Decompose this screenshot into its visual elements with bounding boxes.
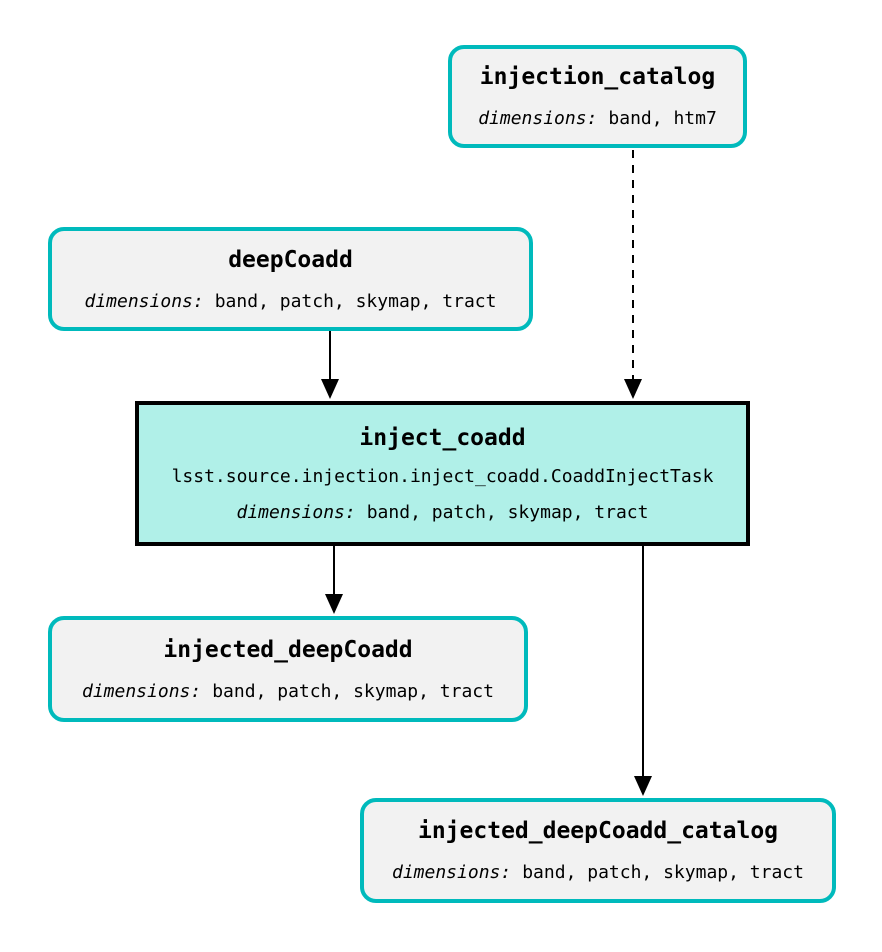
task-class-path: lsst.source.injection.inject_coadd.Coadd…	[171, 465, 714, 487]
node-title: injected_deepCoadd	[163, 636, 413, 663]
node-inject-coadd-task: inject_coadd lsst.source.injection.injec…	[135, 401, 750, 546]
dimensions-value: band, patch, skymap, tract	[522, 862, 804, 883]
arrowhead-icon	[325, 594, 343, 614]
arrowhead-icon	[321, 379, 339, 399]
edge-inject-coadd-to-injected-deepCoadd-catalog	[642, 546, 644, 778]
node-injected-deepCoadd-catalog: injected_deepCoadd_catalog dimensions: ba…	[360, 798, 836, 903]
dimensions-label: dimensions:	[236, 501, 356, 523]
node-deepCoadd: deepCoadd dimensions: band, patch, skymap…	[48, 227, 533, 331]
node-dimensions: dimensions: band, patch, skymap, tract	[237, 502, 649, 523]
edge-inject-coadd-to-injected-deepCoadd	[333, 546, 335, 596]
arrowhead-icon	[634, 776, 652, 796]
dimensions-value: band, patch, skymap, tract	[366, 501, 649, 523]
arrowhead-icon	[624, 379, 642, 399]
dimensions-label: dimensions:	[478, 108, 598, 129]
dimensions-label: dimensions:	[84, 290, 204, 312]
node-dimensions: dimensions: band, patch, skymap, tract	[82, 681, 494, 702]
node-injected-deepCoadd: injected_deepCoadd dimensions: band, patc…	[48, 616, 528, 722]
dimensions-value: band, patch, skymap, tract	[212, 680, 494, 702]
node-injection-catalog: injection_catalog dimensions: band, htm7	[448, 45, 747, 148]
edge-injection-catalog-to-inject-coadd	[632, 150, 634, 381]
node-title: injected_deepCoadd_catalog	[417, 818, 779, 844]
node-title: deepCoadd	[228, 246, 353, 273]
node-dimensions: dimensions: band, patch, skymap, tract	[85, 291, 497, 312]
dimensions-label: dimensions:	[82, 680, 202, 702]
node-title: injection_catalog	[479, 64, 716, 90]
node-dimensions: dimensions: band, htm7	[478, 108, 717, 129]
node-dimensions: dimensions: band, patch, skymap, tract	[392, 862, 804, 883]
dimensions-value: band, patch, skymap, tract	[214, 290, 497, 312]
edge-deepCoadd-to-inject-coadd	[329, 331, 331, 381]
dimensions-label: dimensions:	[392, 862, 512, 883]
dimensions-value: band, htm7	[608, 108, 717, 129]
node-title: inject_coadd	[359, 424, 526, 451]
